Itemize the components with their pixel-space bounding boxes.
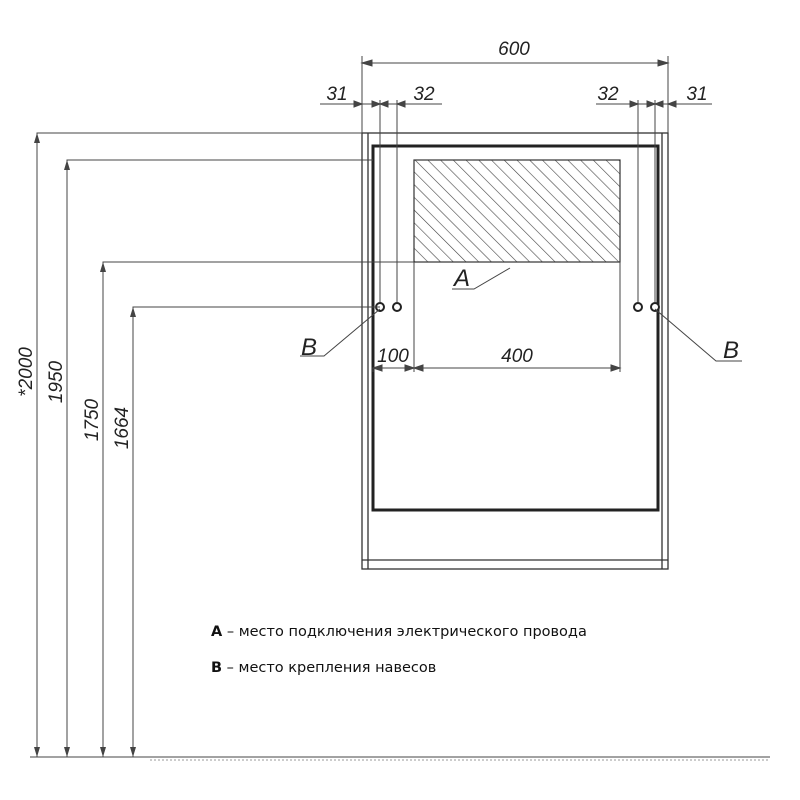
dim-right-offset-outer: 31 <box>686 84 707 105</box>
dim-verticals <box>34 132 414 757</box>
dim-height-total: *2000 <box>16 347 37 397</box>
legend-item-a: A – место подключения электрического про… <box>211 624 587 640</box>
dim-right-offset-inner: 32 <box>597 84 619 105</box>
callout-b-left-label: B <box>301 334 317 361</box>
legend-key-b: B <box>211 660 223 676</box>
dim-width-connection-zone: 400 <box>501 346 533 367</box>
dim-height-mount: 1664 <box>112 407 133 449</box>
dim-right-offsets <box>596 100 712 108</box>
dim-width-total: 600 <box>498 39 530 60</box>
callout-b-right-leader <box>654 308 742 362</box>
dim-connection-row <box>371 364 622 372</box>
legend-item-b: B – место крепления навесов <box>211 660 436 676</box>
legend-text-b: – место крепления навесов <box>222 660 437 676</box>
dim-height-connection: 1750 <box>82 398 103 441</box>
mount-guide-lines <box>372 100 656 372</box>
mount-hole-right-1 <box>633 302 643 312</box>
dim-600 <box>360 56 670 133</box>
dim-height-top-mirror: 1950 <box>46 360 67 403</box>
dim-offset-connection: 100 <box>377 346 409 367</box>
callout-b-right-label: B <box>723 337 739 364</box>
callout-a-leader <box>452 267 511 290</box>
mount-hole-left-2 <box>392 302 402 312</box>
mount-hole-right-2 <box>650 302 660 312</box>
legend-key-a: A <box>211 624 223 640</box>
mirror-panel <box>371 144 660 512</box>
dim-left-offsets <box>320 63 442 108</box>
legend-text-a: – место подключения электрического прово… <box>222 624 587 640</box>
connection-zone-hatch <box>413 159 621 263</box>
callout-a-label: A <box>452 265 470 292</box>
dim-left-offset-outer: 31 <box>326 84 347 105</box>
callout-b-left-leader <box>300 308 381 357</box>
dim-left-offset-inner: 32 <box>413 84 435 105</box>
cabinet-outline <box>361 132 669 570</box>
mount-holes <box>375 302 660 312</box>
floor-line <box>30 756 770 761</box>
